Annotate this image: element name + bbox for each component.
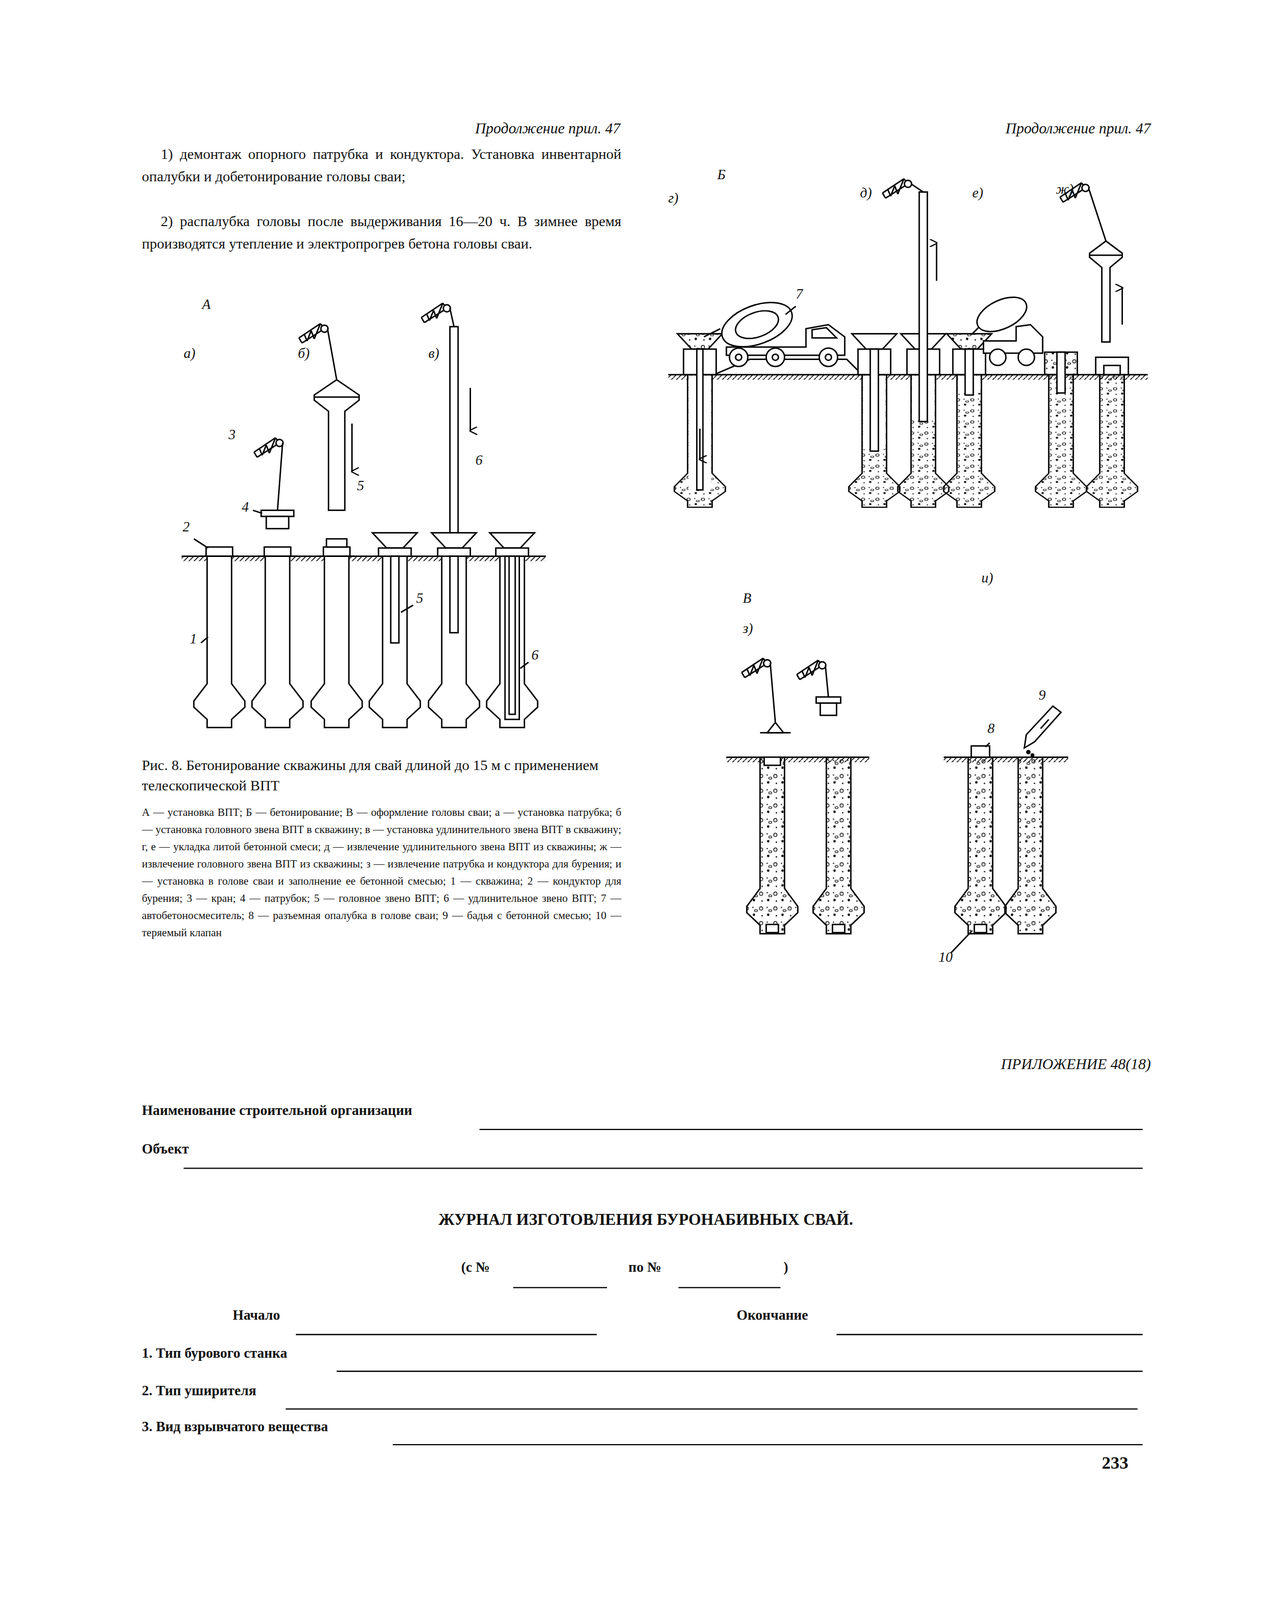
form-field-label: (с № <box>461 1258 490 1276</box>
figure-letter: и) <box>981 569 994 587</box>
form-field-label: Окончание <box>736 1306 809 1324</box>
form-field-label: 3. Вид взрывчатого вещества <box>141 1418 328 1435</box>
callout-number: 4 <box>241 498 250 516</box>
callout-number: 5 <box>416 589 424 607</box>
callout-number: 6 <box>531 646 539 664</box>
form-field-label: ) <box>783 1258 789 1276</box>
figure-letter: В <box>742 589 752 607</box>
figure-letter: А <box>202 295 212 313</box>
callout-number: 2 <box>182 518 190 536</box>
form-field-label: Начало <box>232 1306 280 1324</box>
form-title: ЖУРНАЛ ИЗГОТОВЛЕНИЯ БУРОНАБИВНЫХ СВАЙ. <box>176 1209 1115 1230</box>
callout-number: 3 <box>228 426 237 443</box>
form-field-label: Наименование строительной организации <box>141 1102 413 1119</box>
form-field-label: Объект <box>141 1140 189 1158</box>
page-header: Продолжение прил. 47 <box>1005 119 1152 138</box>
figure-letter: д) <box>860 184 873 202</box>
form-field-label: 1. Тип бурового станка <box>141 1344 288 1362</box>
figure-letter: з) <box>742 620 753 637</box>
callout-number: 1 <box>189 630 197 648</box>
callout-number: 6 <box>475 451 483 469</box>
callout-number: 9 <box>1038 686 1046 704</box>
body-text: 2) распалубка головы после выдерживания … <box>141 209 622 255</box>
figure-letter: а) <box>183 344 196 362</box>
callout-number: 7 <box>795 285 803 303</box>
figure-letter: е) <box>972 184 984 202</box>
callout-number: 10 <box>938 948 953 966</box>
figure-letter: г) <box>667 189 679 207</box>
page-header: Продолжение прил. 47 <box>475 119 621 138</box>
page-number: 233 <box>1102 1452 1129 1475</box>
callout-number: 8 <box>987 720 995 737</box>
body-text: 1) демонтаж опорного патрубка и кондукто… <box>141 142 622 188</box>
figure-caption: Рис. 8. Бетонирование скважины для свай … <box>141 755 622 796</box>
figure-letter: в) <box>428 344 440 362</box>
figure-letter: Б <box>716 166 726 183</box>
figure-letter: б) <box>298 344 311 362</box>
figure-legend: А — установка ВПТ; Б — бетонирование; В … <box>141 803 622 942</box>
appendix-label: ПРИЛОЖЕНИЕ 48(18) <box>1000 1055 1152 1074</box>
form-field-label: 2. Тип уширителя <box>141 1382 257 1400</box>
figure-letter: ж) <box>1055 180 1074 198</box>
callout-number: 5 <box>356 477 365 494</box>
form-field-label: по № <box>628 1258 662 1276</box>
